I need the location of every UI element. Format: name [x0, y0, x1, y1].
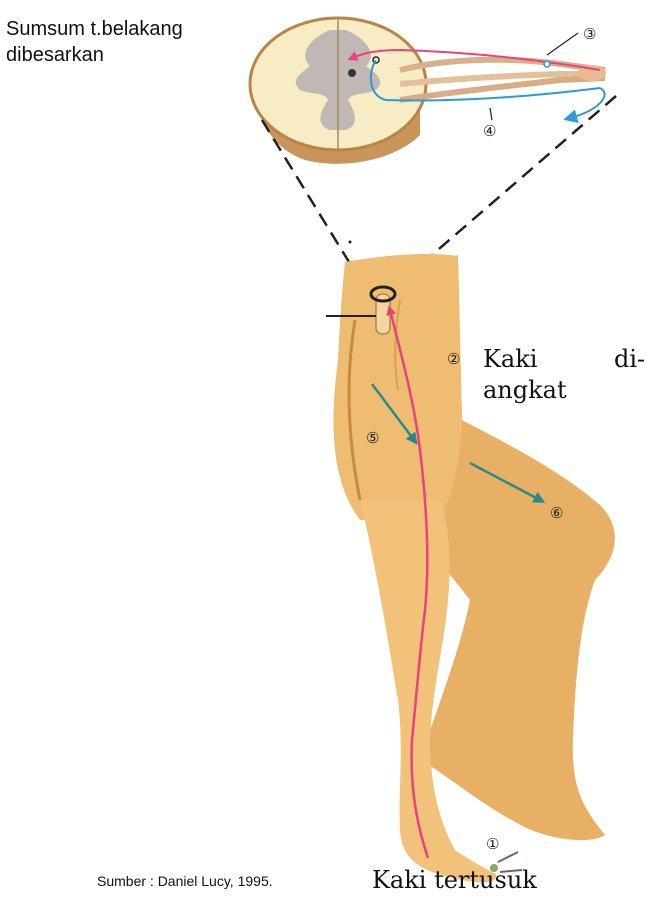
spinal-cord-section [250, 18, 606, 164]
marker-1: ① [486, 835, 499, 853]
enlarged-cord-title-line1: Sumsum t.belakang [6, 18, 183, 41]
marker-4: ④ [483, 122, 496, 140]
leg-lifted-label-word3: angkat [483, 376, 567, 404]
marker-5: ⑤ [366, 429, 379, 447]
leg-lifted-label-word1: Kaki [483, 345, 537, 373]
foot-pricked-label: Kaki tertusuk [372, 866, 537, 894]
leg-figure [326, 254, 615, 882]
marker-3: ③ [583, 25, 596, 43]
marker-6: ⑥ [550, 504, 563, 522]
enlarged-cord-title-line2: dibesarkan [6, 44, 104, 67]
leg-lifted-label-word2: di- [614, 345, 645, 373]
marker-2: ② [447, 350, 460, 368]
source-credit: Sumber : Daniel Lucy, 1995. [97, 873, 273, 889]
